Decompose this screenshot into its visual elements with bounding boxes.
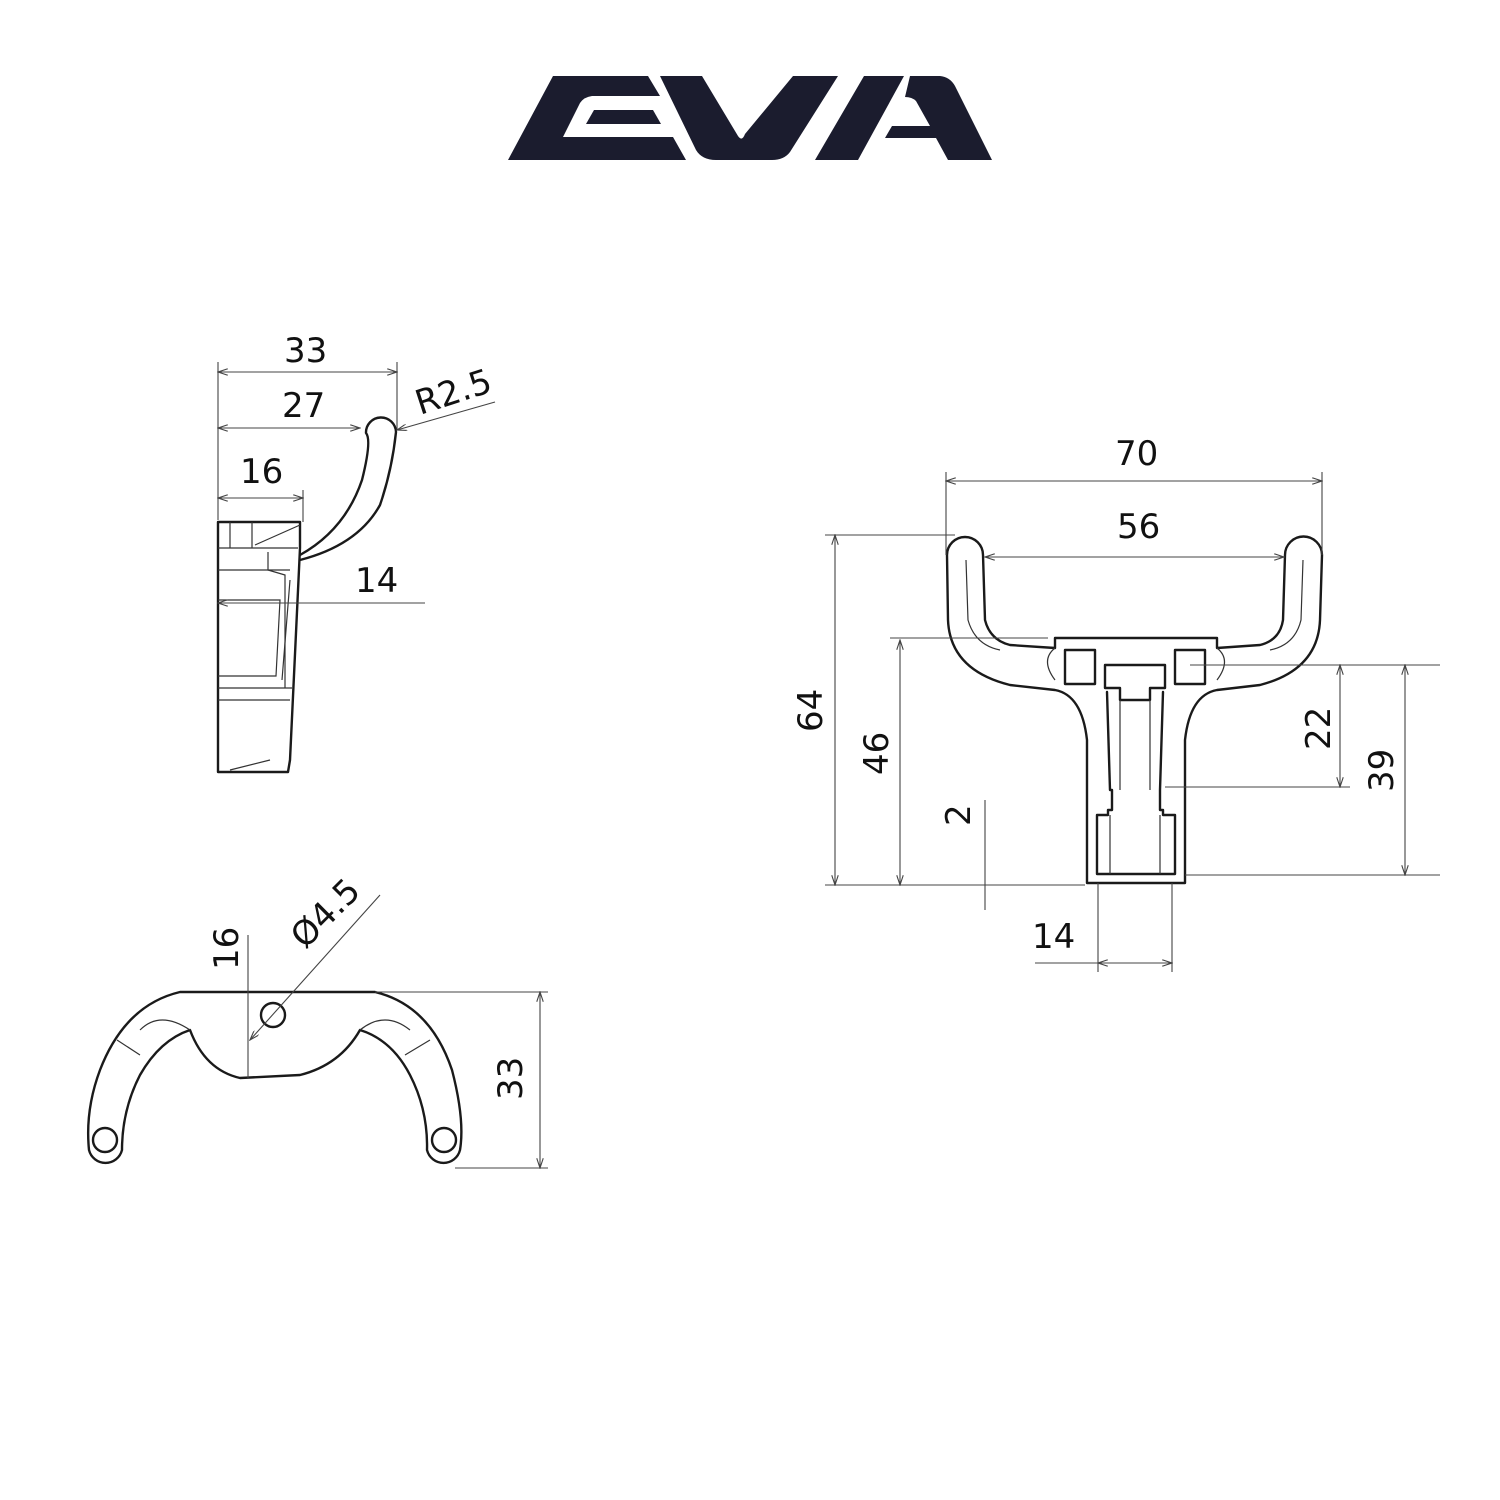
- mounting-hole: [259, 1001, 287, 1029]
- logo-letter-i: [815, 76, 904, 160]
- top-view-part: [86, 990, 463, 1165]
- top-view-dimensions: 33 16 Ø4.5: [207, 871, 548, 1168]
- dim-hook-reach: 27: [282, 386, 325, 426]
- dim-stem-width: 14: [1032, 917, 1075, 957]
- dim-depth: 14: [355, 561, 398, 601]
- front-view-dimensions: 70 56 64 46 2 22 39 14: [791, 434, 1440, 972]
- logo-letter-a: [885, 76, 992, 160]
- dim-overall-width: 70: [1115, 434, 1158, 474]
- dim-base-offset: 2: [939, 804, 979, 826]
- top-view: 33 16 Ø4.5: [86, 871, 548, 1168]
- front-view-part: [945, 535, 1324, 885]
- side-view-dimensions: 33 27 16 14 R2.5: [218, 331, 497, 603]
- side-view: 33 27 16 14 R2.5: [216, 331, 497, 774]
- logo-letter-v: [660, 76, 838, 160]
- logo-letter-e-bar: [586, 110, 661, 124]
- dim-depth-33: 33: [491, 1057, 531, 1100]
- dim-total-width: 33: [284, 331, 327, 371]
- logo-letter-e: [508, 76, 686, 160]
- dim-slot-height: 22: [1299, 707, 1339, 750]
- dim-overall-height: 64: [791, 689, 831, 732]
- dim-inner-width: 56: [1117, 507, 1160, 547]
- front-view: 70 56 64 46 2 22 39 14: [791, 434, 1440, 972]
- dim-hole-diameter: Ø4.5: [283, 871, 368, 956]
- dim-arm-height: 46: [857, 732, 897, 775]
- dim-hole-offset: 16: [207, 927, 247, 970]
- evia-logo: [508, 76, 992, 160]
- dim-base-width: 16: [240, 452, 283, 492]
- dim-stem-height: 39: [1362, 749, 1402, 792]
- side-view-part: [216, 416, 398, 774]
